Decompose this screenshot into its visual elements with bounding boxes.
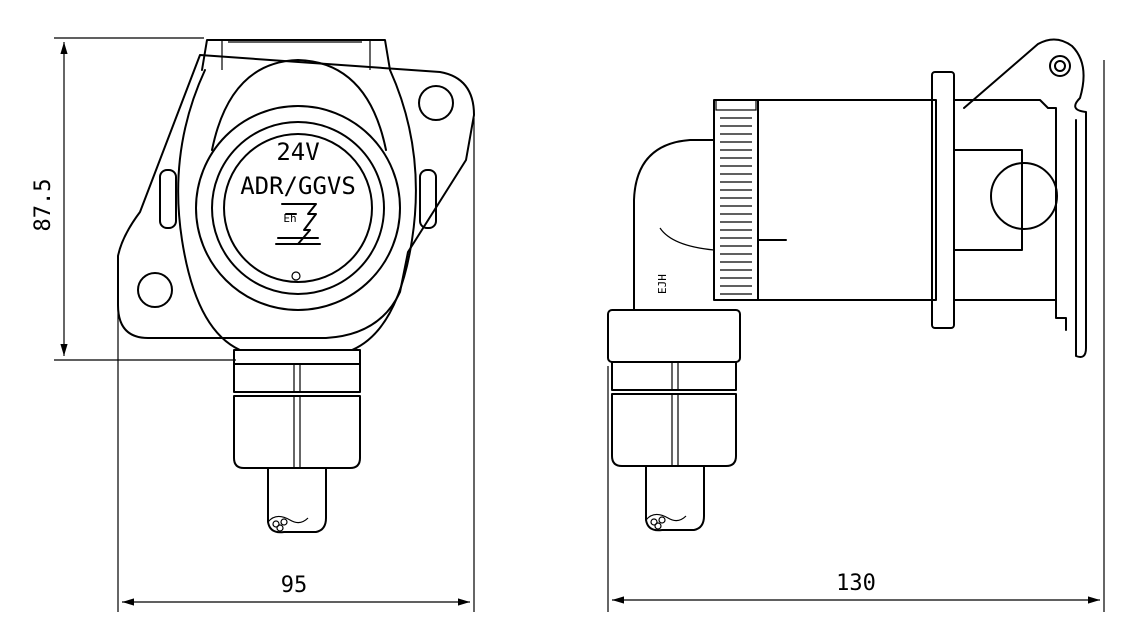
side-rear-step [953, 149, 1023, 251]
front-body [177, 69, 417, 351]
dimension-side-width: 130 [607, 60, 1105, 612]
side-cable-cut [645, 513, 687, 522]
front-mounting-hole-bottom [137, 272, 173, 308]
side-housing [757, 99, 937, 301]
side-cable [645, 465, 705, 532]
front-view: 24V ADR/GGVS Eh [117, 39, 475, 534]
front-gland-neck [233, 349, 361, 365]
manufacturer-mark: EJH [656, 274, 669, 294]
dimension-front-width-label: 95 [281, 573, 308, 598]
front-cap-ring [211, 121, 385, 295]
side-view: EJH [607, 38, 1087, 532]
side-ring-rim [715, 99, 757, 111]
side-gland-collar [611, 361, 737, 391]
svg-text:Eh: Eh [283, 212, 296, 225]
front-latch-right [419, 169, 437, 229]
front-mounting-hole-top [418, 85, 454, 121]
side-hinge-pin [1049, 55, 1071, 77]
front-cap-outer [211, 59, 387, 151]
side-elbow-inner [659, 227, 715, 251]
side-gland-nut-top [607, 309, 741, 363]
dimension-height: 87.5 [31, 37, 236, 361]
dimension-front-width: 95 [117, 118, 475, 612]
side-latch-knob [990, 162, 1058, 230]
front-gland-collar [233, 363, 361, 393]
dimension-height-label: 87.5 [31, 179, 56, 232]
side-gland-nut [611, 393, 737, 467]
front-cable [267, 467, 327, 534]
cap-label-voltage: 24V [276, 138, 319, 166]
cap-label-standard: ADR/GGVS [240, 172, 356, 200]
front-cap-ring-outer [195, 105, 401, 311]
front-latch-left [159, 169, 177, 229]
adr-symbol: Eh [275, 203, 321, 245]
front-cap-face [223, 133, 373, 283]
front-hinge-detail [221, 40, 371, 70]
front-flange [117, 54, 475, 339]
side-ring-ribs [720, 117, 752, 295]
front-cable-cut [267, 515, 309, 524]
side-cover-tab [1055, 299, 1067, 331]
side-rear-body [953, 99, 1057, 301]
side-hinge-pin-inner [1054, 60, 1066, 72]
side-elbow [633, 139, 715, 311]
dimension-side-width-label: 130 [836, 571, 876, 596]
side-cover [963, 38, 1087, 358]
front-gland-nut [233, 395, 361, 469]
front-cap-rivet [291, 271, 301, 281]
front-hinge-lug [201, 39, 391, 71]
